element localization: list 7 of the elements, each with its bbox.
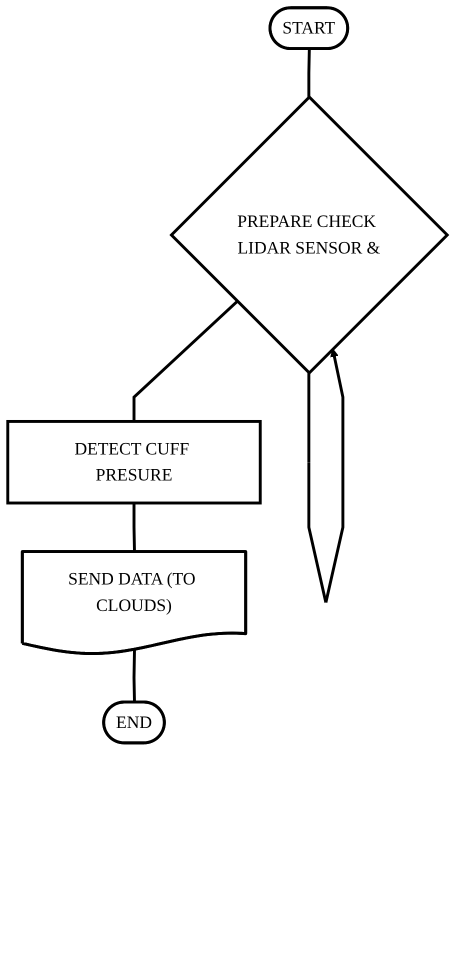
- connector: [132, 300, 238, 422]
- connector: [307, 49, 311, 98]
- node-box: DETECT CUFF PRESURE: [6, 420, 262, 504]
- connector: [132, 650, 136, 703]
- arrow: [307, 348, 344, 603]
- connector: [132, 503, 136, 552]
- node-diamond: PREPARE CHECK LIDAR SENSOR &: [169, 95, 450, 375]
